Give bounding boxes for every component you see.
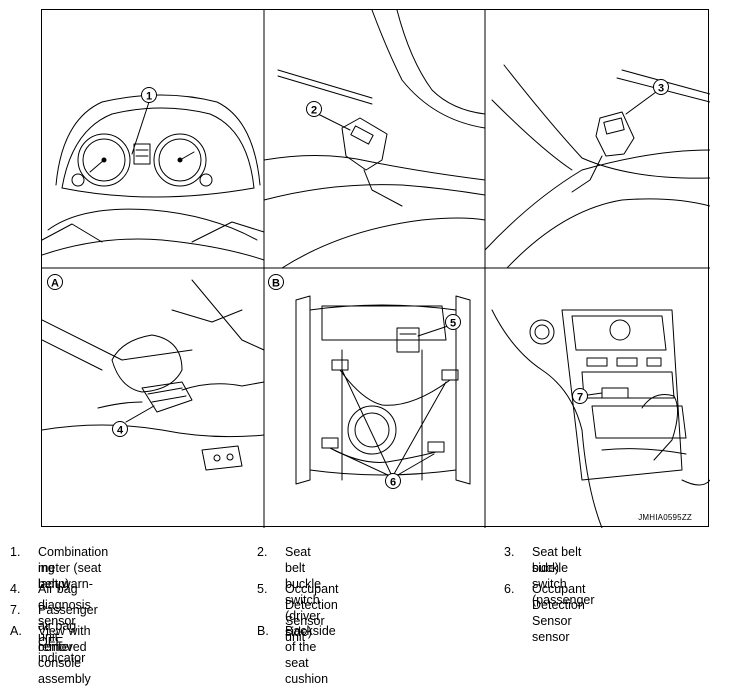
- panel-passenger-buckle: 3: [484, 64, 710, 269]
- callout-leader: [417, 325, 449, 337]
- occupant-sensor: [427, 441, 445, 453]
- callout-leader: [125, 405, 155, 423]
- legend-key: 7.: [10, 603, 21, 617]
- legend-text: Occupant Detection Sensor unit: [285, 582, 339, 644]
- callout-2-circle: [306, 101, 322, 117]
- diagram-svg: 1 2: [42, 10, 710, 528]
- legend-text: Seat belt buckle switch (driver side): [285, 545, 322, 639]
- steering-column: [111, 334, 183, 393]
- legend-text: View with center console assembly: [38, 624, 91, 686]
- legend-text: Backside of the seat cushion: [285, 624, 336, 686]
- legend-key: A.: [10, 624, 22, 638]
- callout-leader: [317, 113, 351, 131]
- legend-key: 2.: [257, 545, 268, 559]
- legend-key: B.: [257, 624, 269, 638]
- callout-6-label: 6: [390, 477, 396, 489]
- callout-3-circle: [653, 79, 669, 95]
- speedometer-gauge: [77, 133, 131, 187]
- callout-2-label: 2: [311, 105, 317, 117]
- badge-a-label: A: [51, 278, 59, 290]
- buckle-passenger: [595, 111, 635, 157]
- callout-5-label: 5: [450, 318, 456, 330]
- legend-key: 5.: [257, 582, 268, 596]
- callout-6-circle: [385, 473, 401, 489]
- ignition-knob: [529, 319, 555, 345]
- occupant-detection-unit: [396, 327, 420, 353]
- callout-leader: [131, 101, 150, 155]
- callout-leader: [587, 392, 603, 396]
- panel-combination-meter: 1: [42, 87, 265, 261]
- panel-view-a: A 4: [42, 274, 265, 471]
- airbag-diagnosis-unit: [141, 381, 193, 413]
- callout-leader: [395, 453, 435, 477]
- tachometer-gauge: [153, 133, 207, 187]
- badge-b-label: B: [272, 278, 280, 290]
- legend-key: 1.: [10, 545, 21, 559]
- callout-7-label: 7: [577, 392, 583, 404]
- panel-driver-buckle: 2: [263, 10, 486, 269]
- legend-text: removed: [38, 640, 87, 654]
- callout-7-circle: [572, 388, 588, 404]
- callout-leader: [393, 381, 447, 475]
- callout-1-circle: [141, 87, 157, 103]
- legend-text: Air bag diagnosis sensor unit: [38, 582, 91, 644]
- callout-3-label: 3: [658, 83, 664, 95]
- badge-b-circle: [268, 274, 284, 290]
- legend-text: side): [532, 561, 560, 575]
- legend-text: Occupant Detection Sensor sensor: [532, 582, 586, 644]
- occupant-sensor: [321, 437, 339, 449]
- buckle-driver: [341, 117, 388, 171]
- warning-lamp-display: [133, 143, 151, 165]
- seat-rail-left: [295, 295, 311, 485]
- callout-4-label: 4: [117, 425, 124, 437]
- badge-a-circle: [47, 274, 63, 290]
- panel-center-console: 7: [491, 309, 710, 528]
- airbag-off-indicator: [601, 387, 629, 399]
- callout-leader: [333, 449, 391, 477]
- panel-view-b: B 5 6: [268, 274, 471, 489]
- seat-rail-right: [455, 295, 471, 485]
- reference-code: JMHIA0595ZZ: [638, 513, 692, 522]
- legend-key: 6.: [504, 582, 515, 596]
- callout-leader: [341, 369, 392, 475]
- occupant-sensor: [331, 359, 349, 371]
- legend-text: Seat belt buckle switch (passenger: [532, 545, 595, 607]
- legend-text: Combination meter (seat belt warn-: [38, 545, 109, 591]
- callout-leader: [625, 91, 657, 115]
- diagram-frame: 1 2: [41, 9, 710, 528]
- callout-5-circle: [445, 314, 461, 330]
- callout-1-label: 1: [146, 91, 152, 103]
- callout-4-circle: [112, 421, 128, 437]
- legend-key: 3.: [504, 545, 515, 559]
- legend-key: 4.: [10, 582, 21, 596]
- legend-text: ing lamp): [38, 561, 70, 591]
